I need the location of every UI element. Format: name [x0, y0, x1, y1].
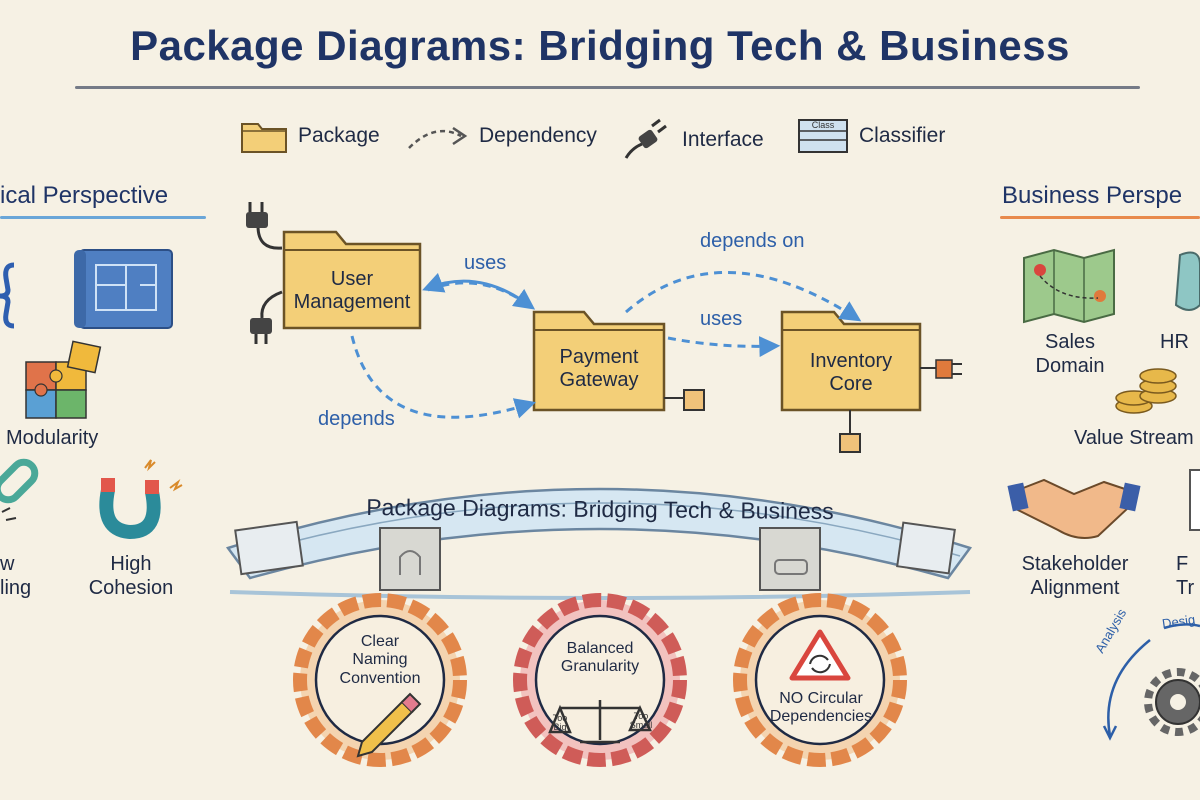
legend-classifier: Class Classifier: [797, 118, 945, 154]
badge-granularity-line2: Granularity: [560, 658, 640, 676]
badge-naming-line3: Convention: [339, 669, 421, 687]
high-cohesion-line2: Cohesion: [88, 577, 174, 599]
inventory-core-line1: Inventory: [809, 350, 893, 372]
legend-interface-label: Interface: [682, 128, 764, 151]
legend-package: Package: [240, 118, 380, 154]
user-management-line2: Management: [293, 291, 411, 313]
badge-granularity-line1: Balanced: [566, 640, 634, 657]
fe-line1: F: [1176, 553, 1189, 575]
low-coupling-line1: w: [0, 553, 15, 575]
arrow-label-depends: depends: [318, 408, 395, 430]
sales-line1: Sales: [1044, 331, 1096, 353]
badge-naming-line2: Naming: [352, 651, 408, 669]
legend-package-label: Package: [298, 124, 380, 147]
arrow-label-uses-2: uses: [700, 308, 743, 330]
puzzle-icon: [25, 340, 102, 419]
dependency-arrows: [350, 270, 862, 419]
badge-circular-line2: Dependencies: [769, 708, 873, 726]
cycle-arrows-icon: [1102, 623, 1200, 741]
too-big-label: Too Big: [552, 713, 568, 732]
technical-heading-underline: [0, 216, 206, 219]
handshake-icon: [1007, 478, 1141, 539]
arrow-label-uses-1: uses: [464, 252, 507, 274]
modularity-label: Modularity: [6, 427, 99, 449]
curly-braces-icon: [0, 262, 15, 329]
sales-line2: Domain: [1035, 355, 1105, 377]
low-coupling-line2: ling: [0, 577, 32, 599]
chain-link-icon: [0, 458, 39, 521]
user-management-line1: User: [330, 268, 374, 290]
plug-icon: [246, 202, 283, 344]
legend-dependency-label: Dependency: [479, 124, 597, 147]
blueprint-icon: [74, 249, 173, 329]
legend-interface: Interface: [622, 118, 764, 162]
warning-cycle-icon: [789, 629, 851, 681]
badge-balanced-granularity: [513, 593, 687, 767]
badge-naming-line1: Clear: [360, 633, 400, 650]
gear-icon: [1144, 668, 1200, 736]
page-title: Package Diagrams: Bridging Tech & Busine…: [130, 22, 1070, 69]
too-small-label: Too Small: [629, 711, 653, 730]
low-coupling-label: w ling: [0, 552, 40, 600]
legend-classifier-label: Classifier: [859, 124, 946, 147]
bridge-icon: [225, 487, 973, 600]
title-underline: [75, 86, 1140, 89]
high-cohesion-line1: High: [110, 553, 152, 575]
payment-gateway-line2: Gateway: [559, 369, 639, 391]
folder-inventory-core: [780, 310, 922, 412]
technical-perspective-heading: ical Perspective: [0, 182, 169, 209]
business-heading-underline: [1000, 216, 1200, 219]
classifier-icon: Class: [797, 118, 849, 154]
legend-dependency: Dependency: [405, 118, 597, 154]
business-clipped-label: F Tr: [1176, 552, 1200, 600]
magnet-icon: [99, 459, 183, 540]
hr-icon: [1174, 251, 1200, 311]
pencil-icon: [356, 692, 422, 758]
classifier-box-text: Class: [811, 120, 835, 130]
bridge-banner-text: Package Diagrams: Bridging Tech & Busine…: [366, 493, 834, 525]
interface-port-icon: [664, 359, 962, 453]
hr-label: HR: [1160, 331, 1189, 353]
folder-icon: [241, 123, 287, 153]
badge-clear-naming-label: Clear Naming Convention: [330, 633, 430, 688]
inventory-core-label: Inventory Core: [782, 350, 920, 396]
stakeholder-line1: Stakeholder: [1021, 553, 1129, 575]
inventory-core-line2: Core: [829, 373, 873, 395]
map-icon: [1023, 248, 1115, 324]
payment-gateway-label: Payment Gateway: [534, 346, 664, 392]
stakeholder-line2: Alignment: [1030, 577, 1120, 599]
fe-line2: Tr: [1176, 577, 1195, 599]
business-perspective-heading: Business Perspe: [1002, 182, 1183, 209]
badge-circular-line1: NO Circular: [779, 690, 863, 707]
sales-domain-label: Sales Domain: [1020, 330, 1120, 378]
badge-no-circular-label: NO Circular Dependencies: [766, 690, 876, 727]
dependency-arrow-icon: [408, 126, 468, 149]
arrow-label-depends-on: depends on: [700, 230, 805, 252]
document-icon: [1189, 469, 1200, 531]
folder-user-management: [282, 230, 422, 330]
folder-payment-gateway: [532, 310, 666, 412]
coins-icon: [1115, 368, 1177, 414]
stakeholder-alignment-label: Stakeholder Alignment: [1010, 552, 1140, 600]
scale-icon: [548, 700, 652, 744]
value-streams-label: Value Stream: [1074, 427, 1194, 449]
badge-granularity-label: Balanced Granularity: [550, 640, 650, 677]
payment-gateway-line1: Payment: [559, 346, 639, 368]
high-cohesion-label: High Cohesion: [76, 552, 186, 600]
plug-icon: [624, 118, 667, 159]
user-management-label: User Management: [284, 268, 420, 314]
